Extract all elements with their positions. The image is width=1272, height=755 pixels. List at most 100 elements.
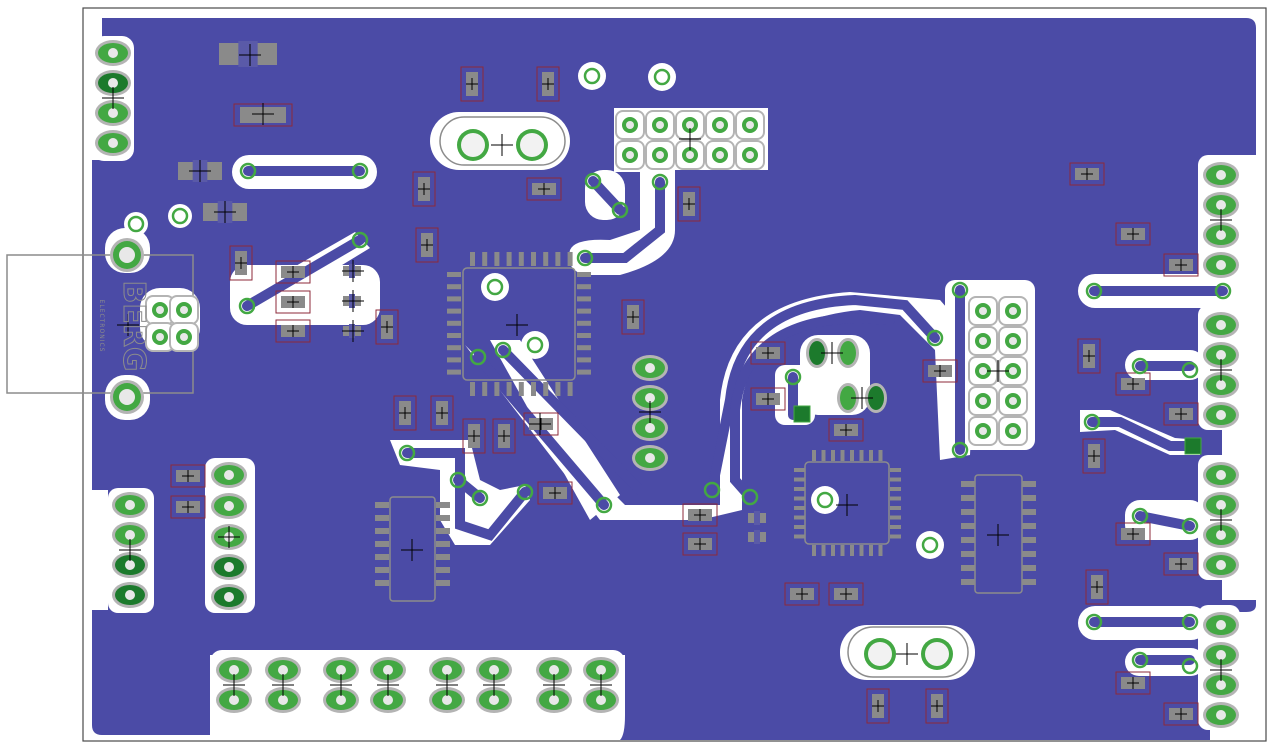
crosshair xyxy=(840,588,852,600)
crosshair xyxy=(377,674,399,696)
crosshair xyxy=(1081,168,1093,180)
cap-pad xyxy=(868,386,884,410)
chip-pin xyxy=(859,450,864,461)
via xyxy=(576,249,594,267)
crosshair xyxy=(287,325,299,337)
crosshair xyxy=(987,524,1009,546)
chip-pin xyxy=(859,545,864,556)
pad-hole xyxy=(224,592,234,602)
chip-pin xyxy=(447,333,461,338)
component-box xyxy=(1077,338,1101,374)
component-box xyxy=(828,418,864,442)
chip-pins xyxy=(375,252,1036,586)
chip-pin xyxy=(436,541,450,547)
chip-pin xyxy=(890,515,901,520)
component-box xyxy=(170,464,206,488)
via xyxy=(1181,613,1199,631)
chip-pin xyxy=(436,515,450,521)
crosshair xyxy=(1175,259,1187,271)
crosshair xyxy=(821,342,843,364)
crosshair xyxy=(421,239,433,251)
component-box xyxy=(682,503,718,527)
crosshair xyxy=(119,539,141,561)
crosshair xyxy=(840,424,852,436)
crosshair xyxy=(235,257,247,269)
chip-pin xyxy=(1022,509,1036,515)
component-box xyxy=(492,418,516,454)
via xyxy=(171,207,189,225)
chip-pin xyxy=(375,541,389,547)
chip-pin xyxy=(794,506,805,510)
crosshair xyxy=(683,198,695,210)
via xyxy=(1131,357,1149,375)
chip-pin xyxy=(878,545,883,556)
pad-hole xyxy=(108,138,118,148)
crosshair xyxy=(342,320,364,342)
chip-pin xyxy=(794,468,805,472)
chip-pin xyxy=(961,579,975,585)
crosshair xyxy=(287,266,299,278)
pad-hole xyxy=(626,151,634,159)
via xyxy=(238,297,256,315)
crystal-hole xyxy=(461,133,485,157)
pad-hole xyxy=(1216,170,1226,180)
crystal-hole xyxy=(868,642,892,666)
crosshair xyxy=(399,407,411,419)
component-box xyxy=(536,66,560,102)
crosshair xyxy=(1091,581,1103,593)
chip-pin xyxy=(436,580,450,586)
component-box xyxy=(415,227,439,263)
crosshair xyxy=(214,201,236,223)
mount-hole xyxy=(119,389,135,405)
chip-pin xyxy=(518,382,524,396)
component-box xyxy=(412,171,436,207)
chip-pin xyxy=(577,284,591,290)
component-box xyxy=(784,582,820,606)
component-box xyxy=(682,532,718,556)
component-box xyxy=(537,481,573,505)
crosshair xyxy=(543,674,565,696)
component-box xyxy=(1082,438,1106,474)
chip-pin xyxy=(961,537,975,543)
via xyxy=(816,491,834,509)
pad-hole xyxy=(156,333,164,341)
component-box xyxy=(393,395,417,431)
component-box xyxy=(430,395,454,431)
pad-hole xyxy=(1216,230,1226,240)
chip-pin xyxy=(794,496,805,501)
chip-pin xyxy=(794,534,805,539)
crosshair xyxy=(1210,209,1232,231)
component-box xyxy=(1115,222,1151,246)
via xyxy=(1083,413,1101,431)
component-box xyxy=(1163,702,1199,726)
pad-hole xyxy=(224,501,234,511)
crosshair xyxy=(498,430,510,442)
via xyxy=(351,231,369,249)
chip-pin xyxy=(961,551,975,557)
component-box xyxy=(925,688,949,724)
square-pad xyxy=(1184,437,1202,455)
pad-hole xyxy=(125,500,135,510)
crosshair xyxy=(239,44,261,66)
pad-hole xyxy=(1216,260,1226,270)
pad-hole xyxy=(716,151,724,159)
component-box xyxy=(1115,522,1151,546)
chip-pin xyxy=(494,252,500,266)
pad-hole xyxy=(656,121,664,129)
via xyxy=(471,489,489,507)
pad-hole xyxy=(1216,680,1226,690)
chip-pin xyxy=(1022,495,1036,501)
component-box xyxy=(275,319,311,343)
crosshair xyxy=(330,674,352,696)
via xyxy=(584,172,602,190)
crosshair xyxy=(1127,228,1139,240)
chip-pin xyxy=(447,284,461,290)
pad-hole xyxy=(979,367,987,375)
pad-hole xyxy=(278,665,288,675)
logo-subtext: ELECTRONICS xyxy=(98,300,105,353)
pad-hole xyxy=(1009,427,1017,435)
via xyxy=(1085,613,1103,631)
pad-hole xyxy=(489,665,499,675)
component-box xyxy=(828,582,864,606)
